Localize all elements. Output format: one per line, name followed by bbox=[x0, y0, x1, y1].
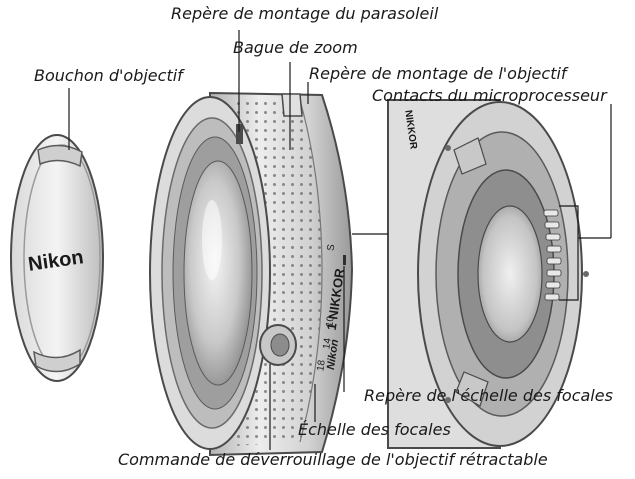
hood-mount-label: Repère de montage du parasoleil bbox=[171, 4, 439, 23]
lens-cap-label: Bouchon d'objectif bbox=[34, 66, 183, 85]
focal-index-label: Repère de l'échelle des focales bbox=[364, 386, 613, 405]
focal-value-18: 18 bbox=[315, 359, 328, 372]
lens-brand-text: Nikon bbox=[325, 338, 341, 370]
lens-body bbox=[149, 91, 354, 457]
retract-button-label: Commande de déverrouillage de l'objectif… bbox=[118, 450, 548, 469]
cpu-contacts-label: Contacts du microprocesseur bbox=[372, 86, 607, 105]
rear-mount bbox=[387, 99, 589, 449]
zoom-ring-label: Bague de zoom bbox=[233, 38, 358, 57]
leader-lines bbox=[68, 30, 612, 450]
focal-value-s: S bbox=[326, 243, 338, 251]
lens-mount-label: Repère de montage de l'objectif bbox=[309, 64, 567, 83]
focal-value-14: 14 bbox=[321, 337, 334, 350]
focal-value-10: 10 bbox=[324, 315, 337, 328]
lens-cap bbox=[10, 134, 104, 382]
focal-scale-label: Échelle des focales bbox=[298, 420, 451, 439]
